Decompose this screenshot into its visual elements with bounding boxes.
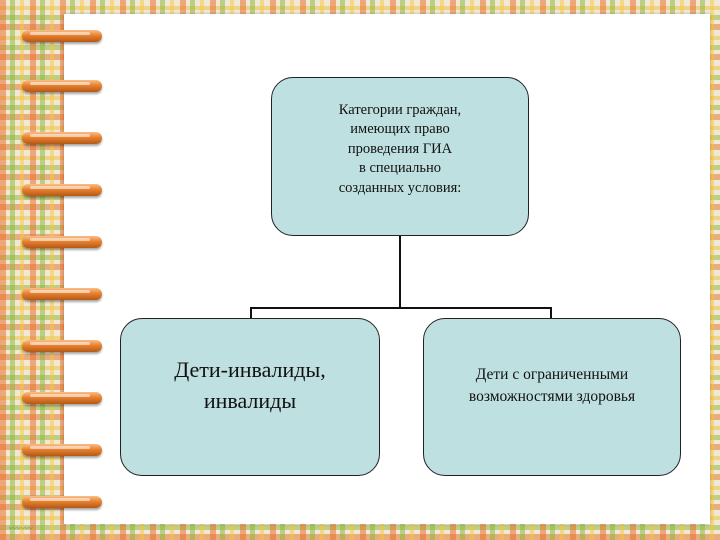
- binder-ring: [22, 132, 102, 144]
- limited-health-children-box: Дети с ограниченными возможностями здоро…: [423, 318, 681, 476]
- binder-ring: [22, 30, 102, 42]
- binder-ring: [22, 288, 102, 300]
- category-root-text: Категории граждан, имеющих право проведе…: [329, 101, 472, 199]
- binder-ring: [22, 80, 102, 92]
- binder-ring: [22, 236, 102, 248]
- binder-ring: [22, 392, 102, 404]
- limited-health-children-text: Дети с ограниченными возможностями здоро…: [459, 364, 645, 407]
- category-root-box: Категории граждан, имеющих право проведе…: [271, 77, 529, 236]
- binder-ring: [22, 496, 102, 508]
- connector-horizontal: [250, 307, 552, 309]
- disabled-children-text: Дети-инвалиды, инвалиды: [164, 355, 336, 417]
- binder-ring: [22, 184, 102, 196]
- watermark-signature: 〰〰〰: [8, 523, 32, 534]
- connector-left-drop: [250, 307, 252, 318]
- disabled-children-box: Дети-инвалиды, инвалиды: [120, 318, 380, 476]
- binder-ring: [22, 340, 102, 352]
- connector-vertical-top: [399, 236, 401, 308]
- binder-ring: [22, 444, 102, 456]
- connector-right-drop: [550, 307, 552, 318]
